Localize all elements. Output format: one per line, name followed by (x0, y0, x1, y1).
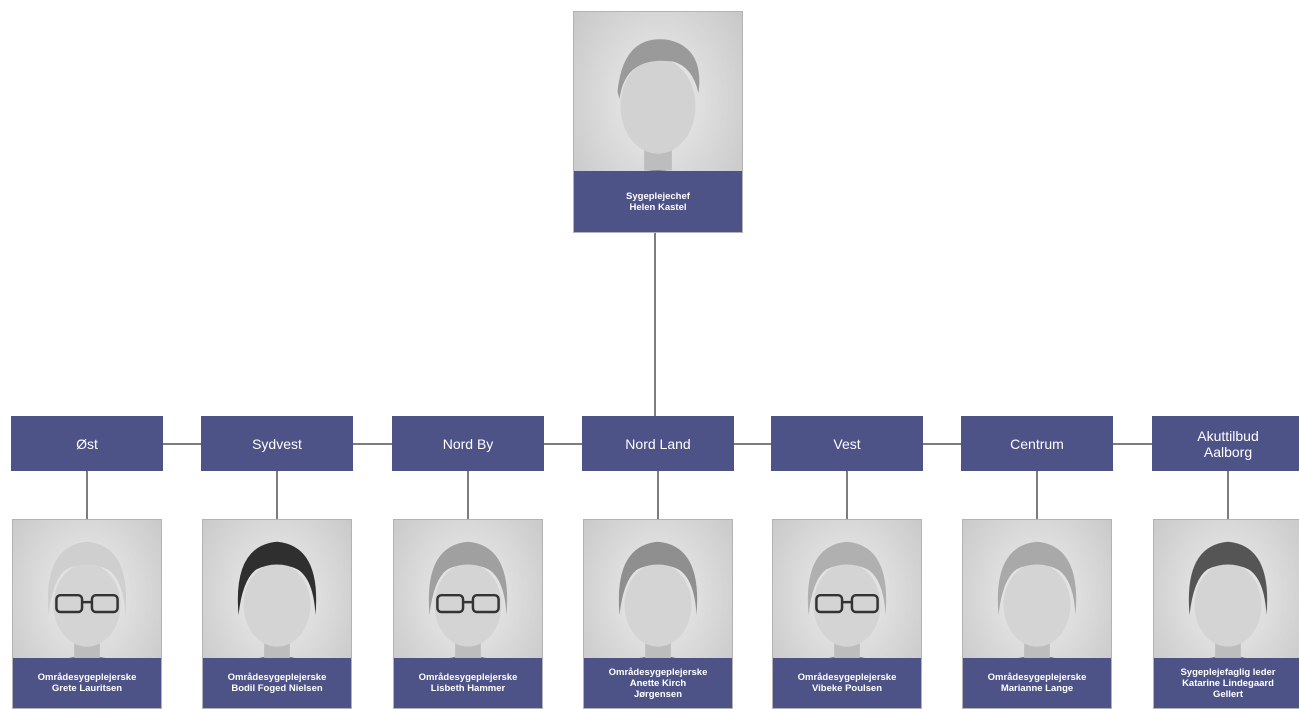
person-title: Områdesygeplejerske (227, 672, 327, 683)
connector-chief-to-bus (654, 232, 656, 416)
person-name: Bodil Foged Nielsen (231, 683, 323, 694)
person-title: Områdesygeplejerske (37, 672, 137, 683)
region-box-sydvest: Sydvest (201, 416, 353, 471)
person-name: Gellert (1212, 688, 1244, 700)
region-box-nord-land: Nord Land (582, 416, 734, 471)
connector-nord-by (467, 471, 469, 519)
person-title: Områdesygeplejerske (418, 672, 518, 683)
connector-akuttilbud-aalborg (1227, 471, 1229, 519)
person-title: Områdesygeplejerske (797, 672, 897, 683)
person-name: Grete Lauritsen (51, 683, 123, 694)
region-label: Sydvest (252, 435, 302, 452)
region-box-vest: Vest (771, 416, 923, 471)
connector-centrum (1036, 471, 1038, 519)
region-label: Nord By (442, 435, 494, 452)
region-label: Øst (76, 435, 98, 452)
region-label: Vest (833, 435, 861, 452)
chief-name: Helen Kastel (629, 201, 687, 213)
region-label: Aalborg (1203, 443, 1253, 460)
chief-title: Sygeplejechef (626, 190, 690, 202)
region-label: Nord Land (625, 435, 691, 452)
person-name: Lisbeth Hammer (430, 683, 506, 694)
person-title: Områdesygeplejerske (987, 672, 1087, 683)
chief-card: Sygeplejechef Helen Kastel (573, 11, 743, 233)
person-title: Områdesygeplejerske (608, 666, 708, 678)
person-title: Sygeplejefaglig leder (1180, 666, 1276, 678)
chief-caption: Sygeplejechef Helen Kastel (574, 171, 742, 232)
person-name: Anette Kirch (629, 677, 687, 689)
region-label: Akuttilbud (1197, 427, 1259, 444)
person-name: Vibeke Poulsen (811, 683, 883, 694)
connector-vest (846, 471, 848, 519)
person-name: Jørgensen (633, 688, 683, 700)
region-box-nord-by: Nord By (392, 416, 544, 471)
connector-øst (86, 471, 88, 519)
person-name: Marianne Lange (1000, 683, 1074, 694)
person-name: Katarine Lindegaard (1182, 677, 1274, 689)
connector-nord-land (657, 471, 659, 519)
connector-sydvest (276, 471, 278, 519)
region-label: Centrum (1010, 435, 1064, 452)
region-box-centrum: Centrum (961, 416, 1113, 471)
region-box-øst: Øst (11, 416, 163, 471)
